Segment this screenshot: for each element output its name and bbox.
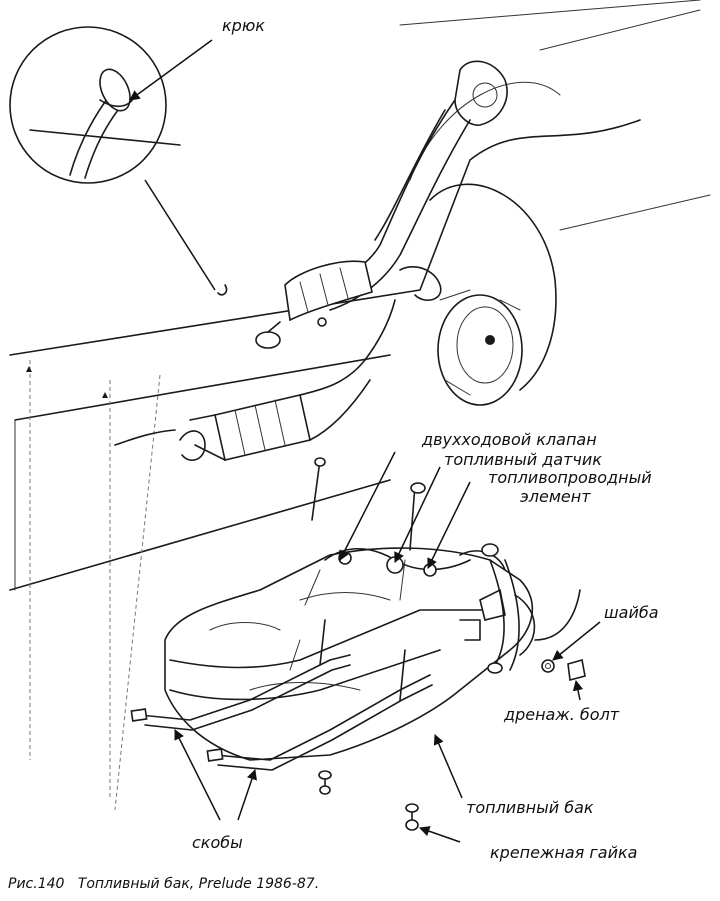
filler-hose [255,260,442,349]
fuel-tank [164,547,534,761]
label-fuel-sensor: топливный датчик [444,450,602,469]
label-fuel-tank: топливный бак [466,798,594,817]
marker-mid [102,392,108,398]
label-fuel-line-2: элемент [520,487,591,506]
label-two-way-valve: двухходовой клапан [422,430,597,449]
caption-title: Топливный бак, Prelude 1986-87. [77,876,320,892]
tank-brackets [130,619,433,771]
fuel-pump-assembly [114,299,396,461]
drain-parts [541,658,586,682]
leader-lines [129,39,601,843]
label-hook: крюк [222,16,265,35]
wheel-hub [429,183,557,406]
label-fuel-line-1: топливопроводный [488,468,652,487]
hook-detail-circle [9,26,228,296]
hanger-rod [311,457,426,551]
caption-figure-number: Рис.140 [8,876,65,892]
label-washer: шайба [604,603,659,622]
mounting-nuts [318,770,419,831]
label-brackets: скобы [192,833,243,852]
label-drain-bolt: дренаж. болт [504,705,620,724]
marker-left [26,366,32,372]
vehicle-body-outline [9,0,711,811]
label-mounting-nut: крепежная гайка [490,843,638,862]
sender-and-lines [324,543,581,674]
figure-caption: Рис.140 Топливный бак, Prelude 1986-87. [8,876,319,892]
